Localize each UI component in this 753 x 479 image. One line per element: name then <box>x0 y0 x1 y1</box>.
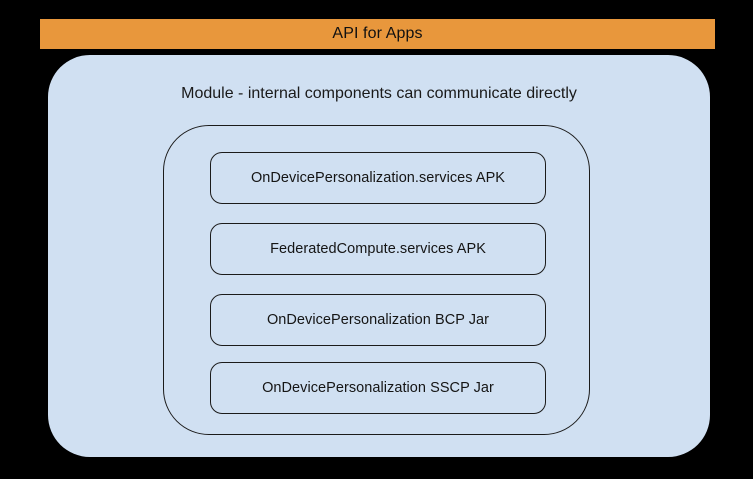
component-box-ondevicepersonalization-sscp-jar: OnDevicePersonalization SSCP Jar <box>210 362 546 414</box>
component-label: FederatedCompute.services APK <box>270 240 486 257</box>
api-for-apps-banner: API for Apps <box>40 19 715 49</box>
component-box-federatedcompute-services-apk: FederatedCompute.services APK <box>210 223 546 275</box>
api-banner-label: API for Apps <box>332 25 423 42</box>
component-box-ondevicepersonalization-services-apk: OnDevicePersonalization.services APK <box>210 152 546 204</box>
internal-components-group: OnDevicePersonalization.services APK Fed… <box>163 125 590 435</box>
component-label: OnDevicePersonalization SSCP Jar <box>262 379 494 396</box>
component-label: OnDevicePersonalization.services APK <box>250 169 506 186</box>
component-box-ondevicepersonalization-bcp-jar: OnDevicePersonalization BCP Jar <box>210 294 546 346</box>
module-caption: Module - internal components can communi… <box>181 85 577 102</box>
component-label: OnDevicePersonalization BCP Jar <box>266 311 490 328</box>
module-container: Module - internal components can communi… <box>48 55 710 457</box>
